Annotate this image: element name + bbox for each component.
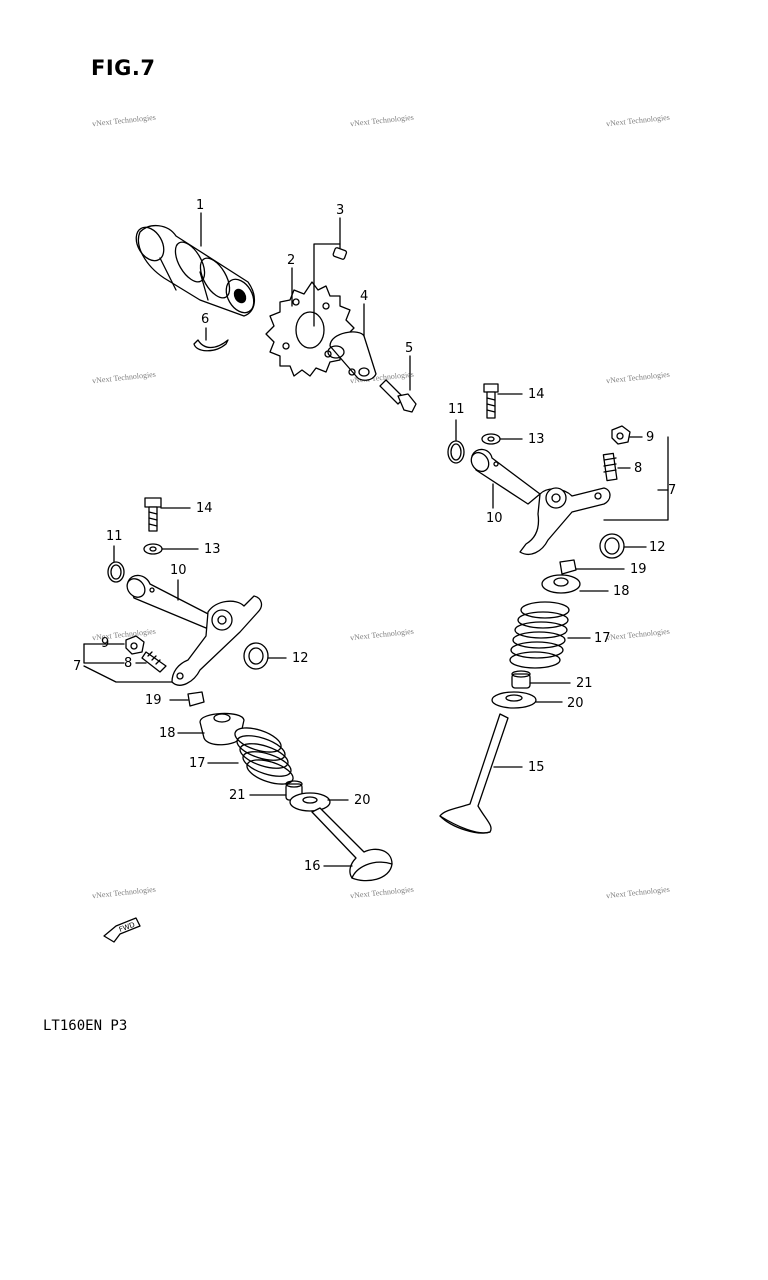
callout-17-left: 17 [189,756,206,771]
o-ring-right [447,440,465,464]
leader-line [603,436,669,521]
valve-cotter-left [187,691,205,707]
fwd-label: FWD [118,921,136,934]
callout-18-left: 18 [159,726,176,741]
rocker-arm-left [171,595,263,686]
rocker-arm-right [519,487,611,555]
callout-2: 2 [287,253,296,268]
adjust-screw-right [602,452,618,482]
decomp-plate [327,331,377,381]
thrust-washer-left [243,642,269,670]
spring-seat-right [491,691,537,709]
valve-spring-left [234,727,294,785]
callout-15: 15 [528,760,545,775]
adjust-nut-left [125,635,145,655]
model-code: LT160EN P3 [43,1018,128,1034]
sprocket-bolt [348,368,417,413]
leader-line [83,665,173,683]
callout-10-right: 10 [486,511,503,526]
callout-14-left: 14 [196,501,213,516]
washer-left [143,543,163,555]
valve-cotter-right [559,559,577,575]
cam-sprocket [265,281,355,377]
valve-stem-seal-right [511,670,531,689]
valve-spring-right [509,601,570,669]
callout-9-left: 9 [101,636,110,651]
callout-17-right: 17 [594,631,611,646]
callout-6: 6 [201,312,210,327]
callout-21-left: 21 [229,788,246,803]
thrust-washer-right [599,533,625,559]
callout-8-right: 8 [634,461,643,476]
callout-7-right: 7 [668,483,677,498]
callout-12-right: 12 [649,540,666,555]
rocker-shaft-bolt-left [144,497,162,532]
callout-19-left: 19 [145,693,162,708]
callout-11-right: 11 [448,402,465,417]
adjust-screw-left [141,651,167,673]
dowel-pin [332,247,348,260]
callout-3: 3 [336,203,345,218]
spring-retainer-right [541,574,581,594]
washer-right [481,433,501,445]
callout-4: 4 [360,289,369,304]
forward-arrow-icon: FWD [103,917,141,943]
intake-valve [311,807,393,882]
o-ring-left [107,561,125,583]
callout-20-left: 20 [354,793,371,808]
callout-13-right: 13 [528,432,545,447]
rocker-shaft-right [470,448,541,505]
exhaust-valve [439,713,509,834]
callout-9-right: 9 [646,430,655,445]
callout-18-right: 18 [613,584,630,599]
figure-title: FIG.7 [91,56,156,80]
callout-11-left: 11 [106,529,123,544]
leader-line [83,643,125,664]
callout-12-left: 12 [292,651,309,666]
callout-8-left: 8 [124,656,133,671]
callout-10-left: 10 [170,563,187,578]
adjust-nut-right [611,425,631,445]
rocker-shaft-left [126,574,217,629]
callout-19-right: 19 [630,562,647,577]
rocker-shaft-bolt-right [483,383,499,419]
callout-21-right: 21 [576,676,593,691]
callout-13-left: 13 [204,542,221,557]
circlip [193,339,229,352]
callout-5: 5 [405,341,414,356]
callout-1: 1 [196,198,205,213]
callout-7-left: 7 [73,659,82,674]
leader-line [313,243,341,327]
callout-16: 16 [304,859,321,874]
callout-20-right: 20 [567,696,584,711]
spring-seat-left [289,792,331,812]
camshaft [135,225,255,317]
callout-14-right: 14 [528,387,545,402]
